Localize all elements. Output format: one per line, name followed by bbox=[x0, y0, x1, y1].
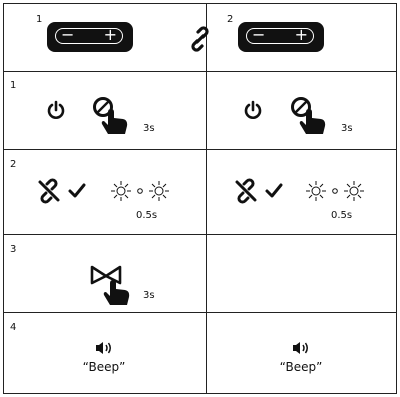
hold-duration-label: 3s bbox=[143, 123, 155, 134]
link-icon bbox=[191, 26, 209, 52]
step-number: 3 bbox=[10, 244, 17, 255]
plus-icon: + bbox=[103, 25, 117, 44]
led-flash-icon bbox=[344, 181, 364, 201]
press-and-hold-icon bbox=[93, 97, 128, 134]
unlink-icon bbox=[38, 178, 60, 204]
row-divider bbox=[3, 71, 397, 72]
led-off-dot-icon bbox=[137, 188, 143, 194]
plus-icon: + bbox=[294, 25, 308, 44]
unlink-icon bbox=[235, 178, 257, 204]
play-pause-press-icon bbox=[90, 265, 130, 305]
device-number-right: 2 bbox=[227, 14, 234, 25]
led-flash-icon bbox=[306, 181, 326, 201]
row-divider bbox=[3, 312, 397, 313]
speaker-icon bbox=[96, 342, 111, 354]
speaker-icon bbox=[293, 342, 308, 354]
row-divider bbox=[3, 149, 397, 150]
check-icon bbox=[265, 183, 283, 198]
volume-rocker-left: − + bbox=[55, 25, 123, 44]
hold-duration-label: 3s bbox=[341, 123, 353, 134]
step-number: 1 bbox=[10, 80, 17, 91]
led-off-dot-icon bbox=[332, 188, 338, 194]
minus-icon: − bbox=[61, 25, 75, 44]
diagram-frame bbox=[3, 3, 397, 394]
led-flash-icon bbox=[111, 181, 131, 201]
step-number: 2 bbox=[10, 159, 17, 170]
check-icon bbox=[68, 183, 86, 198]
blink-interval-label: 0.5s bbox=[331, 210, 353, 221]
beep-label: “Beep” bbox=[82, 360, 126, 374]
device-left: − + bbox=[47, 22, 133, 52]
power-icon bbox=[47, 100, 65, 119]
step-number: 4 bbox=[10, 322, 17, 333]
column-divider bbox=[206, 71, 207, 394]
row-divider bbox=[3, 234, 397, 235]
led-flash-icon bbox=[149, 181, 169, 201]
minus-icon: − bbox=[252, 25, 266, 44]
power-icon bbox=[244, 100, 262, 119]
beep-label: “Beep” bbox=[279, 360, 323, 374]
press-and-hold-icon bbox=[291, 97, 326, 134]
column-divider bbox=[206, 3, 207, 71]
device-right: − + bbox=[238, 22, 324, 52]
device-number-left: 1 bbox=[36, 14, 43, 25]
blink-interval-label: 0.5s bbox=[136, 210, 158, 221]
volume-rocker-right: − + bbox=[246, 25, 314, 44]
hold-duration-label: 3s bbox=[143, 290, 155, 301]
